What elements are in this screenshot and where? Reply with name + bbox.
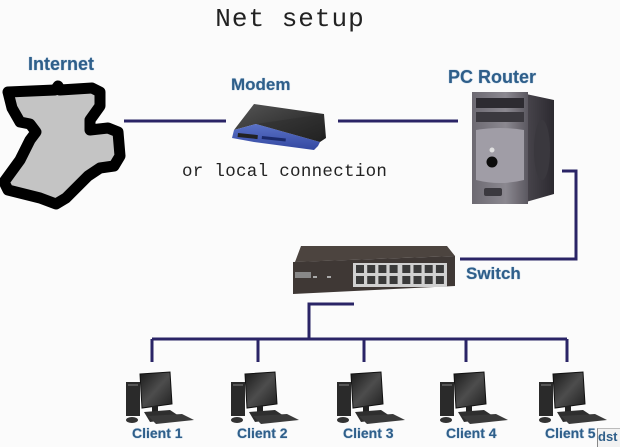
modem-label: Modem xyxy=(231,75,291,94)
tower-pc-icon xyxy=(472,92,554,204)
wire-router-switch xyxy=(460,169,578,261)
client-label: Client 1 xyxy=(132,425,183,441)
switch-port xyxy=(356,265,364,273)
overlay-text-fragment: dst xyxy=(597,428,620,447)
switch-port xyxy=(356,276,364,284)
switch-port xyxy=(402,276,411,284)
wire-switch-bus xyxy=(307,302,354,339)
client-label: Client 4 xyxy=(446,425,497,441)
switch-port xyxy=(424,276,433,284)
local-connection-note: or local connection xyxy=(182,162,388,182)
switch-port xyxy=(435,276,444,284)
desktop-computer-icon xyxy=(337,371,405,424)
switch-port xyxy=(378,276,387,284)
switch-port xyxy=(389,265,398,273)
desktop-computer-icon xyxy=(231,371,299,424)
switch-port xyxy=(378,265,387,273)
diagram-title: Net setup xyxy=(215,4,365,34)
modem-icon xyxy=(232,104,326,150)
switch-port xyxy=(367,276,376,284)
desktop-computer-icon xyxy=(440,371,508,424)
client-node: Client 2 xyxy=(225,370,309,441)
switch-port xyxy=(389,276,398,284)
client-node: Client 1 xyxy=(120,370,204,441)
desktop-computer-icon xyxy=(126,371,194,424)
switch-port xyxy=(413,276,422,284)
internet-cloud-icon xyxy=(0,80,126,210)
switch-port xyxy=(402,265,411,273)
client-label: Client 2 xyxy=(237,425,288,441)
switch-port xyxy=(367,265,376,273)
network-switch-icon xyxy=(293,246,455,294)
internet-label: Internet xyxy=(28,54,95,74)
desktop-computer-icon xyxy=(539,371,607,424)
client-label: Client 3 xyxy=(343,425,394,441)
client-node: Client 4 xyxy=(434,370,518,441)
router-label: PC Router xyxy=(448,67,537,87)
switch-label: Switch xyxy=(466,264,521,283)
client-node: Client 5 xyxy=(533,370,617,441)
client-label: Client 5 xyxy=(545,425,596,441)
client-node: Client 3 xyxy=(331,370,415,441)
switch-port xyxy=(413,265,422,273)
switch-port xyxy=(424,265,433,273)
switch-port xyxy=(435,265,444,273)
